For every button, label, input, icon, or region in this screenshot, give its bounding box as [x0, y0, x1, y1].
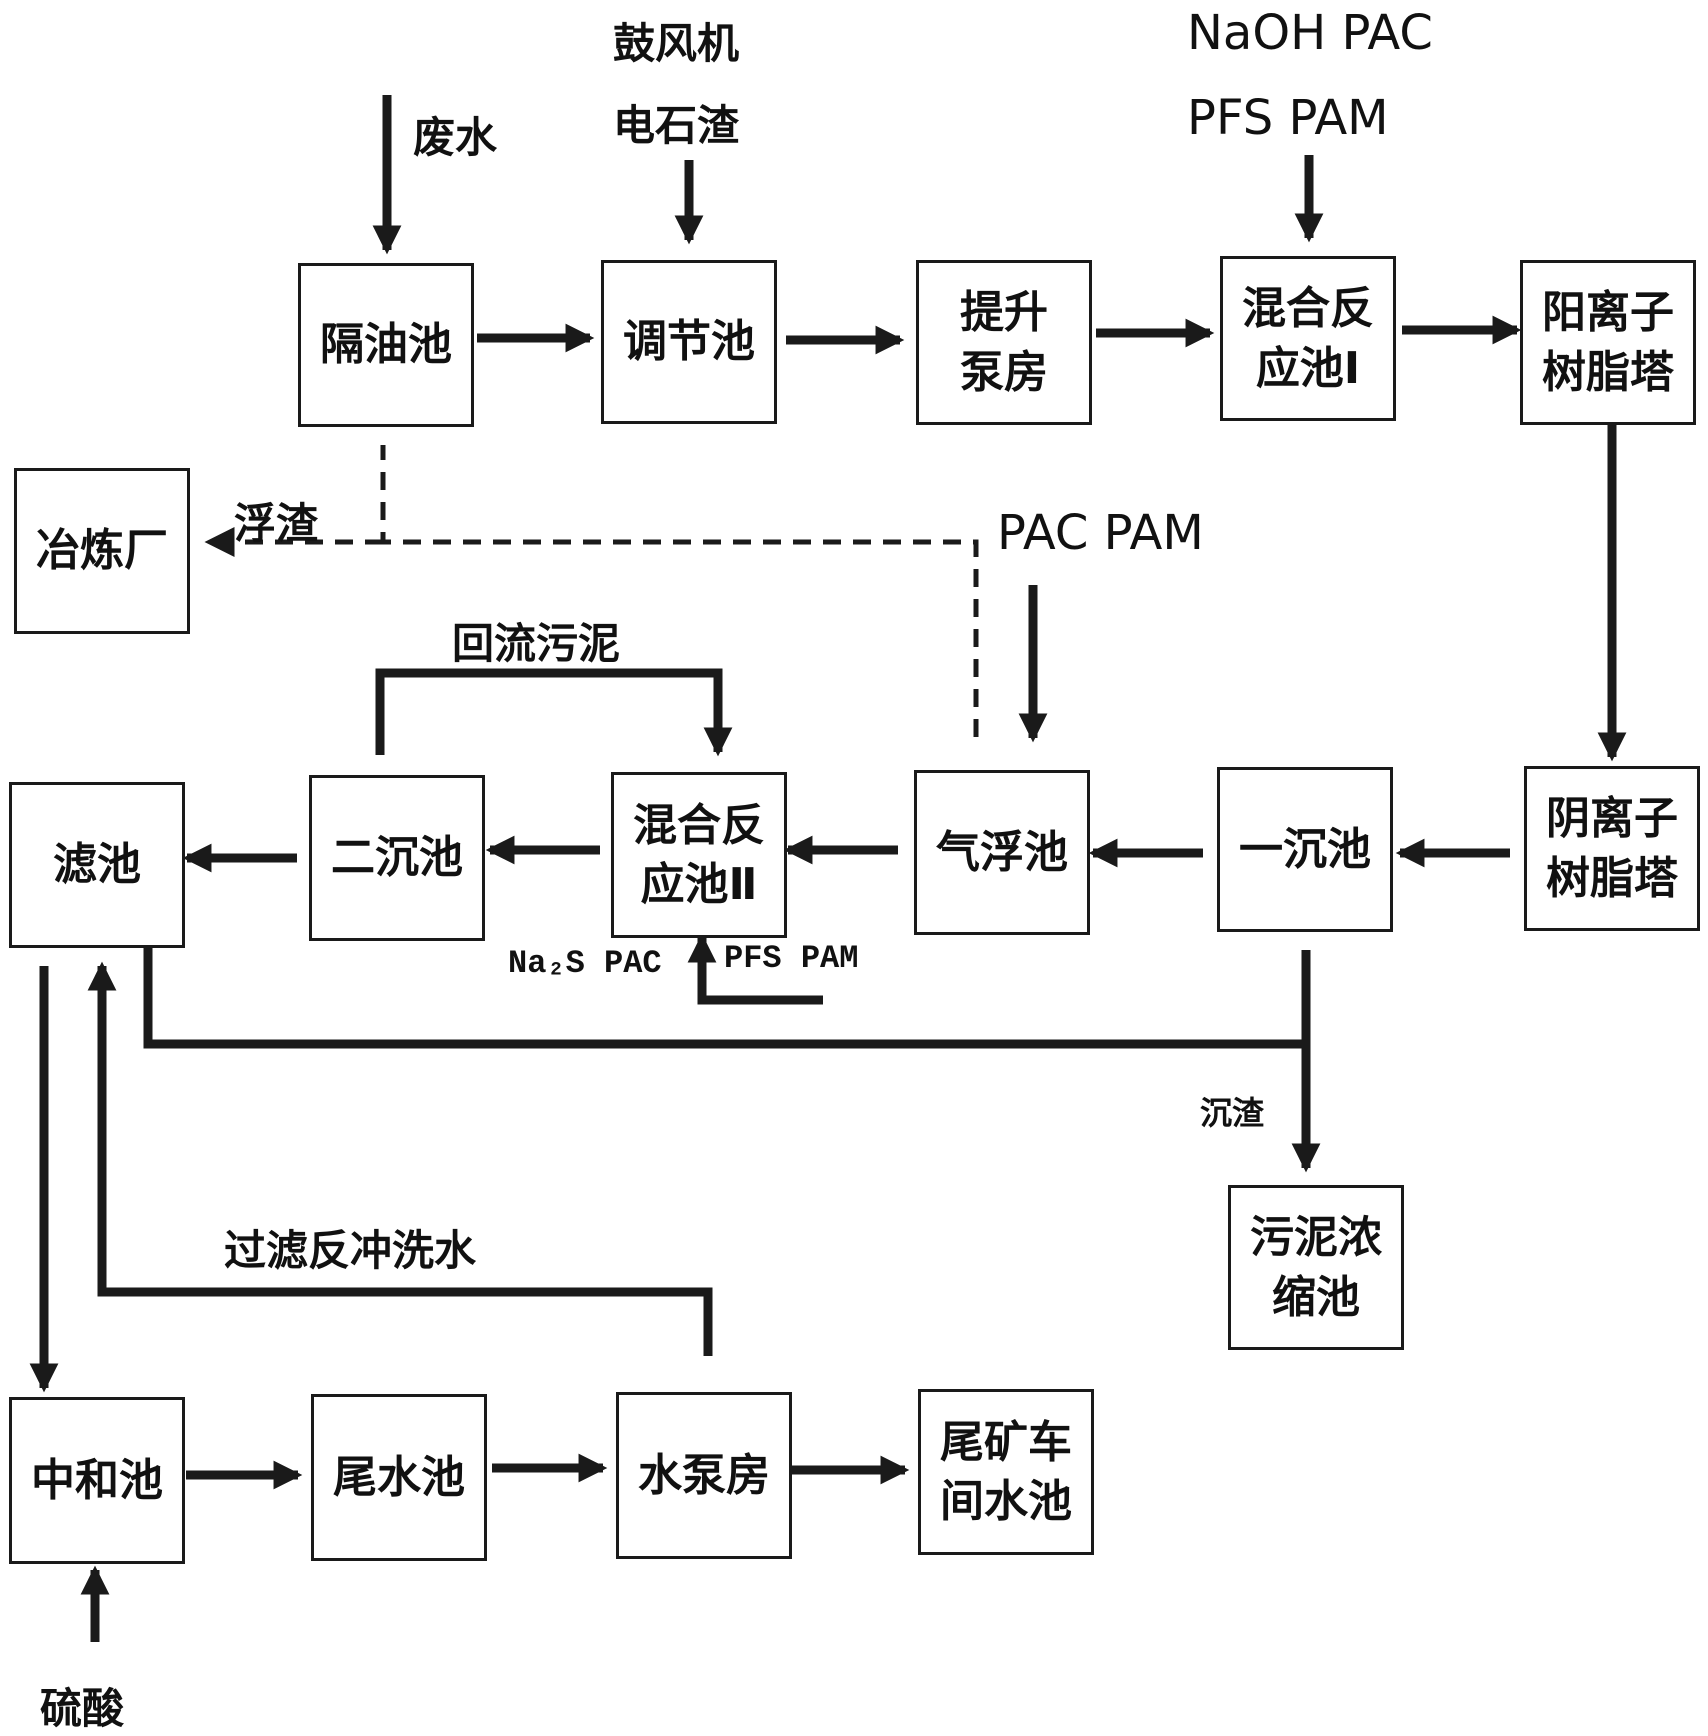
box-anion-resin-tower-label: 阴离子 树脂塔 — [1546, 793, 1678, 904]
line-sediment-collection — [143, 945, 1306, 1049]
label-pfs-pam-2: PFS PAM — [724, 940, 859, 977]
box-sludge-thickener: 污泥浓 缩池 — [1228, 1185, 1404, 1350]
label-naoh-pac: NaOH PAC — [1187, 5, 1433, 61]
box-regulating-tank-label: 调节池 — [623, 316, 755, 368]
box-mixing-reaction-2: 混合反 应池Ⅱ — [611, 772, 787, 938]
label-blower: 鼓风机 — [613, 19, 740, 68]
box-mixing-reaction-2-label: 混合反 应池Ⅱ — [633, 799, 765, 910]
box-tailwater-tank: 尾水池 — [311, 1394, 487, 1561]
box-tailings-workshop-pool: 尾矿车 间水池 — [918, 1389, 1094, 1555]
box-neutralization-tank-label: 中和池 — [31, 1454, 163, 1506]
box-air-flotation-label: 气浮池 — [936, 826, 1068, 878]
arrow-chemicals-to-mixing-2 — [687, 933, 823, 1005]
label-wastewater: 废水 — [413, 113, 498, 162]
box-secondary-settling: 二沉池 — [309, 775, 485, 941]
box-regulating-tank: 调节池 — [601, 260, 777, 424]
box-filter-tank-label: 滤池 — [53, 839, 141, 891]
box-cation-resin-tower-label: 阳离子 树脂塔 — [1542, 287, 1674, 398]
box-smelter-label: 冶炼厂 — [36, 525, 168, 577]
box-smelter: 冶炼厂 — [14, 468, 190, 634]
box-filter-tank: 滤池 — [9, 782, 185, 948]
box-anion-resin-tower: 阴离子 树脂塔 — [1524, 766, 1700, 931]
label-return-sludge: 回流污泥 — [452, 619, 621, 668]
box-mixing-reaction-1: 混合反 应池Ⅰ — [1220, 256, 1396, 421]
arrow-backwash-water-loop — [87, 961, 713, 1356]
box-mixing-reaction-1-label: 混合反 应池Ⅰ — [1242, 283, 1374, 394]
box-water-pump-house-label: 水泵房 — [638, 1449, 770, 1501]
label-carbide-slag: 电石渣 — [613, 101, 740, 150]
box-tailwater-tank-label: 尾水池 — [333, 1451, 465, 1503]
box-water-pump-house: 水泵房 — [616, 1392, 792, 1559]
box-primary-settling-label: 一沉池 — [1239, 823, 1371, 875]
label-sediment: 沉渣 — [1200, 1094, 1265, 1132]
arrow-return-sludge-loop — [375, 668, 733, 757]
label-pac-pam: PAC PAM — [997, 505, 1204, 561]
label-pfs-pam: PFS PAM — [1187, 90, 1389, 146]
box-cation-resin-tower: 阳离子 树脂塔 — [1520, 260, 1696, 425]
label-sulfuric-acid: 硫酸 — [40, 1684, 125, 1733]
box-secondary-settling-label: 二沉池 — [331, 832, 463, 884]
label-backwash-water: 过滤反冲洗水 — [224, 1226, 477, 1275]
box-oil-separator-label: 隔油池 — [320, 319, 452, 371]
box-lift-pump-house-label: 提升 泵房 — [960, 287, 1048, 398]
dashed-scum-line — [380, 445, 979, 737]
box-air-flotation: 气浮池 — [914, 770, 1090, 935]
box-tailings-workshop-pool-label: 尾矿车 间水池 — [940, 1416, 1072, 1527]
box-neutralization-tank: 中和池 — [9, 1397, 185, 1564]
box-primary-settling: 一沉池 — [1217, 767, 1393, 932]
label-na2s-pac: Na₂S PAC — [508, 945, 662, 982]
box-sludge-thickener-label: 污泥浓 缩池 — [1250, 1212, 1382, 1323]
box-lift-pump-house: 提升 泵房 — [916, 260, 1092, 425]
box-oil-separator: 隔油池 — [298, 263, 474, 427]
label-scum: 浮渣 — [234, 499, 319, 548]
